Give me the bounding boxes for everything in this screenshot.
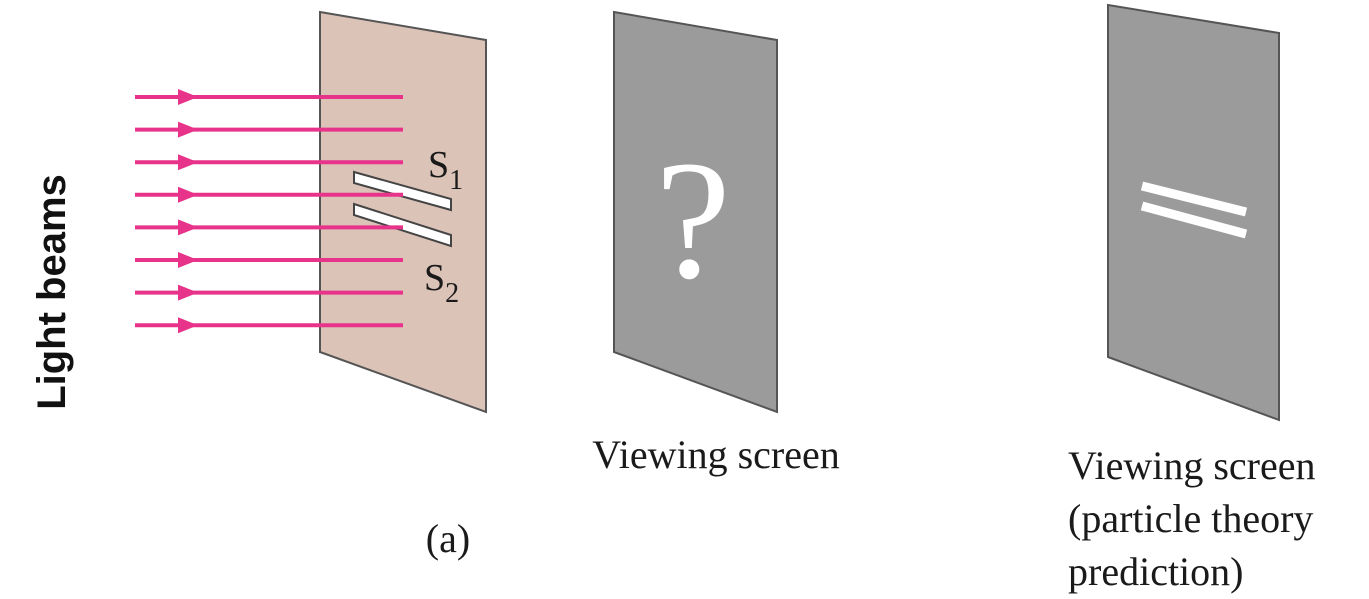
slit-s1-label: S1 [428,144,463,196]
slit-s2-subscript: 2 [445,278,459,309]
slit-s2-letter: S [424,257,445,299]
viewing-screen-right [1107,3,1280,422]
slit-s2 [353,202,452,248]
slit-s2-label: S2 [424,257,459,309]
beam-arrowhead [178,186,198,203]
beam-arrowhead [178,89,198,105]
beam-arrowhead [178,154,198,171]
particle-band-upper [1140,181,1248,217]
light-beams-label: Light beams [30,174,74,410]
beam-arrowhead [178,284,198,301]
light-beam-group [135,89,403,334]
slit-s1 [353,170,452,212]
viewing-screen-caption: Viewing screen [592,432,840,477]
slit-s1-subscript: 1 [449,165,463,196]
particle-band-lower [1140,201,1248,239]
particle-screen-caption: Viewing screen (particle theory predicti… [1068,443,1326,594]
particle-caption-line-3: prediction) [1068,549,1244,594]
figure-label: (a) [426,516,470,561]
beam-arrowhead [178,252,198,268]
viewing-screen-middle [613,10,778,414]
beam-arrowhead [178,317,198,334]
question-mark: ? [655,126,730,314]
beam-arrowhead [178,219,198,236]
particle-caption-line-2: (particle theory [1068,496,1313,541]
particle-caption-line-1: Viewing screen [1068,443,1316,488]
slit-barrier [319,10,487,414]
beam-arrowhead [178,121,198,138]
slit-s1-letter: S [428,144,449,186]
